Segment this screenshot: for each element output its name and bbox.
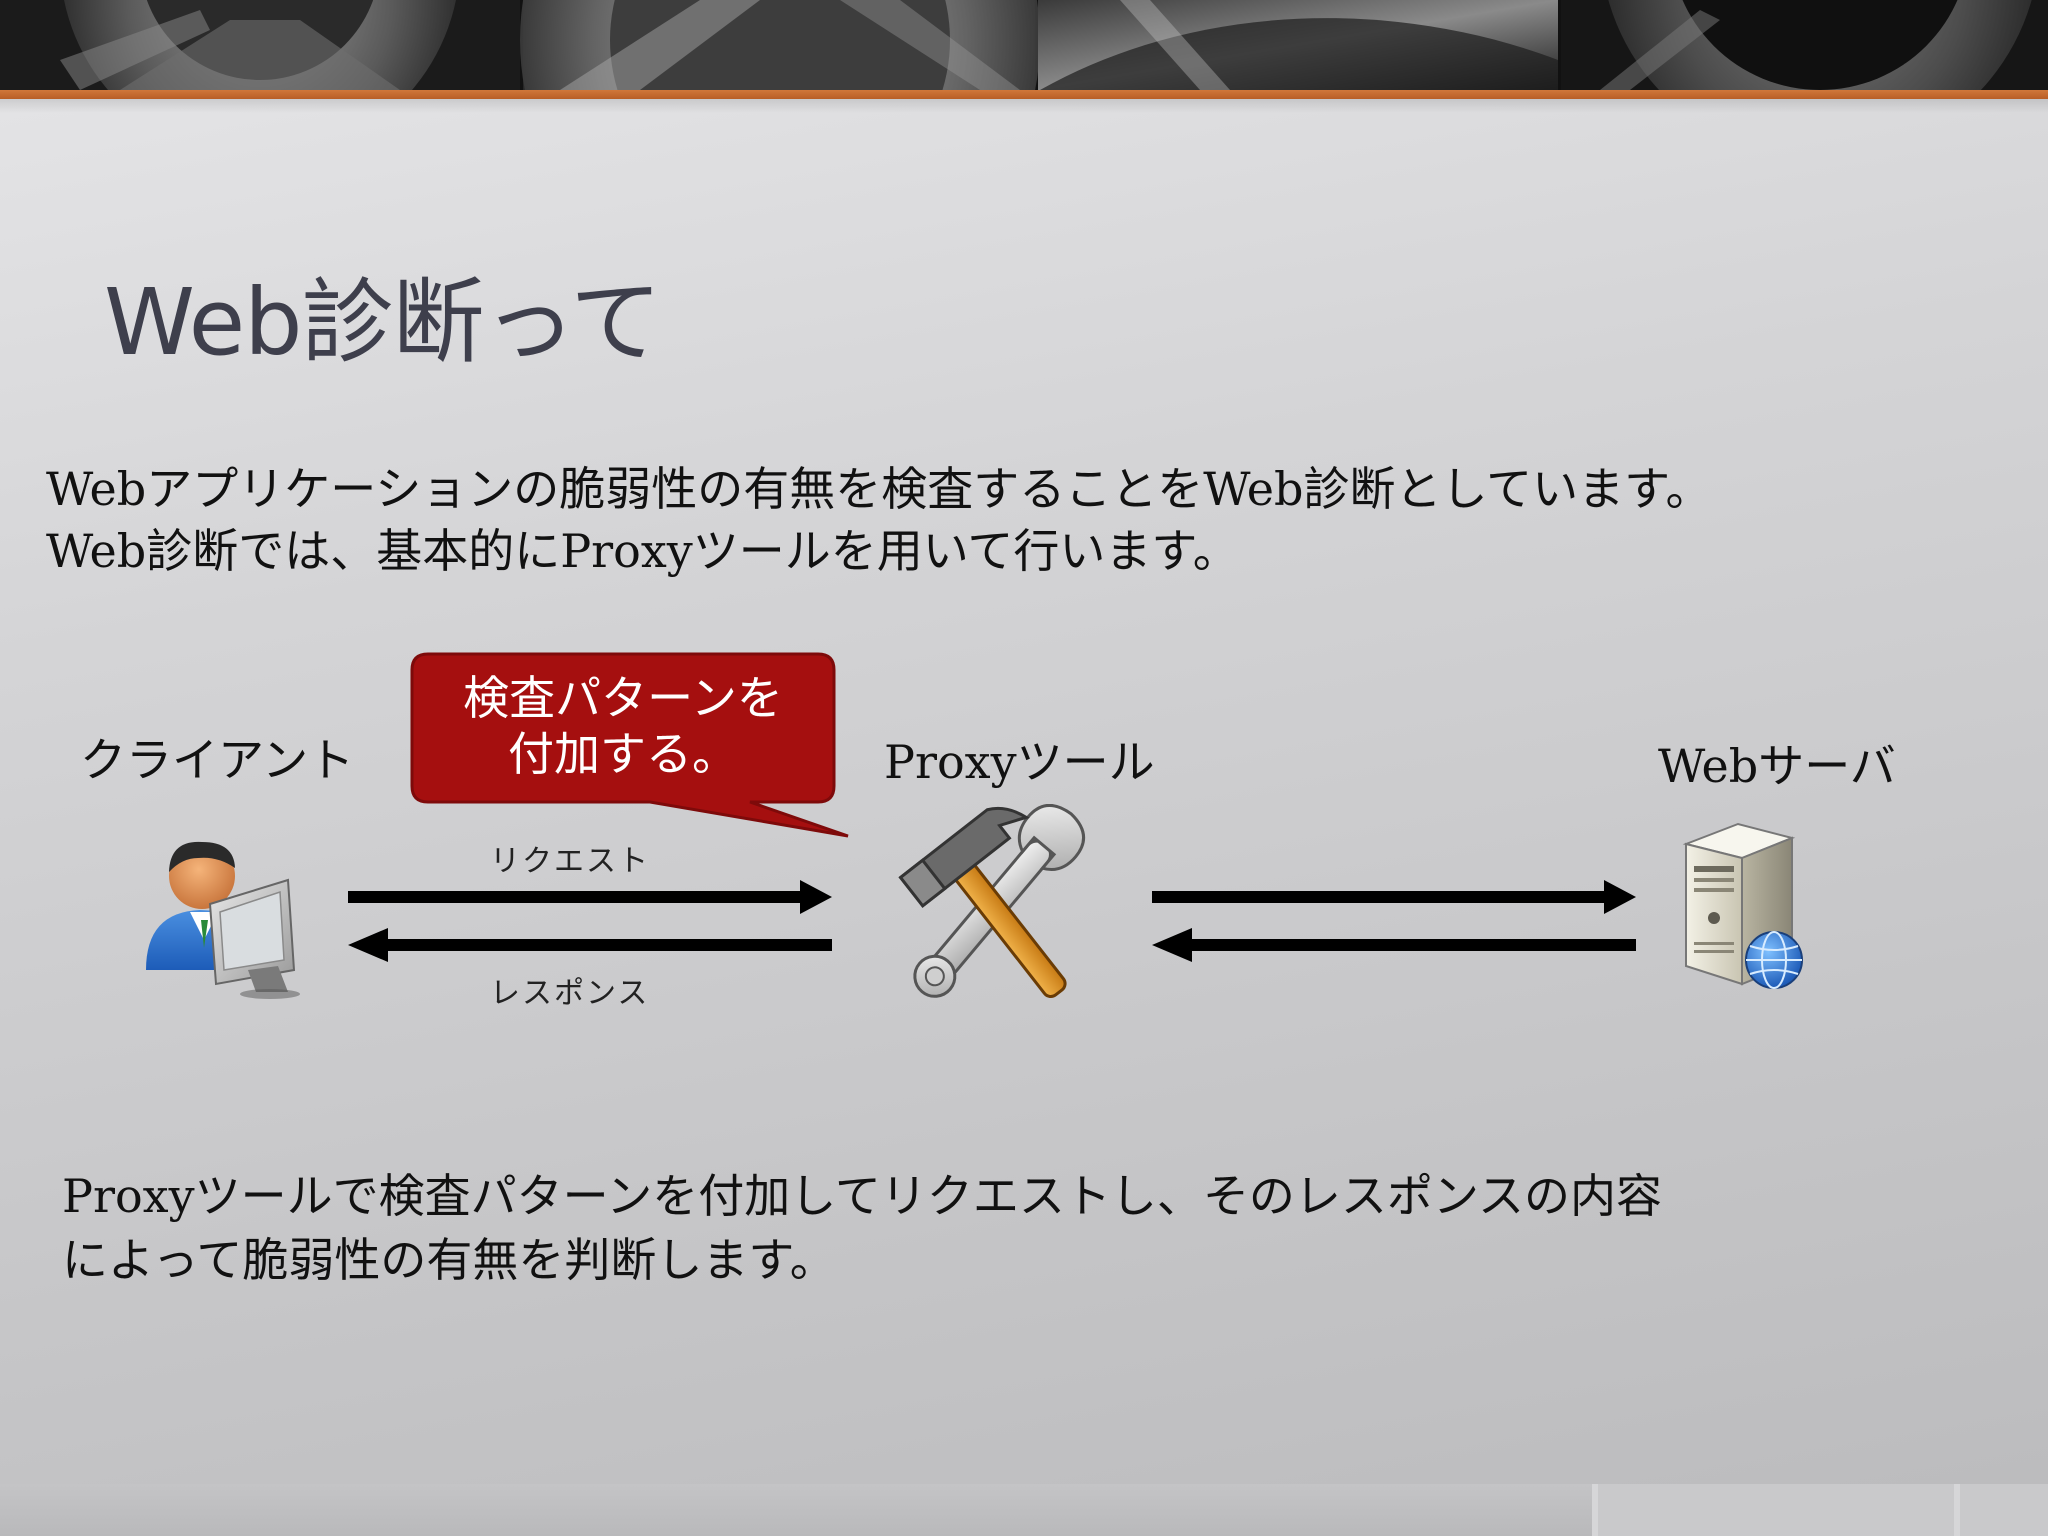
summary-paragraph: Proxyツールで検査パターンを付加してリクエストし、そのレスポンスの内容 によ… (62, 1164, 1962, 1292)
response-arrow-left (348, 928, 832, 962)
client-label: クライアント (80, 733, 355, 787)
request-arrow-right (1152, 880, 1636, 914)
footer-segment-1 (1592, 1484, 1954, 1536)
footer-segment-2 (1954, 1484, 2048, 1536)
callout-line-1: 検査パターンを (463, 671, 783, 725)
callout-text: 検査パターンを 付加する。 (410, 670, 836, 782)
summary-line-2: によって脆弱性の有無を判断します。 (62, 1233, 836, 1287)
web-server-globe-icon (1682, 822, 1803, 989)
callout-shape (410, 652, 849, 838)
request-label: リクエスト (490, 844, 650, 879)
slide-title: Web診断って (104, 269, 662, 376)
callout-line-2: 付加する。 (508, 727, 738, 781)
banner-shadow (0, 99, 2048, 113)
wrench-hammer-tools-icon (898, 804, 1085, 999)
intro-line-1: Webアプリケーションの脆弱性の有無を検査することをWeb診断としています。 (46, 462, 1712, 516)
header-banner (0, 0, 2048, 90)
intro-line-2: Web診断では、基本的にProxyツールを用いて行います。 (46, 524, 1239, 578)
response-arrow-right (1152, 928, 1636, 962)
response-label: レスポンス (490, 976, 650, 1011)
callout-bubble: 検査パターンを 付加する。 (410, 652, 849, 838)
accent-stripe (0, 90, 2048, 99)
server-label: Webサーバ (1658, 739, 1896, 793)
user-at-computer-icon (146, 841, 300, 999)
flow-arrows (348, 880, 1636, 962)
request-arrow-left (348, 880, 832, 914)
intro-paragraph: Webアプリケーションの脆弱性の有無を検査することをWeb診断としています。 W… (46, 458, 1946, 582)
banner-wheels-image (0, 0, 2048, 90)
proxy-label: Proxyツール (884, 735, 1155, 789)
summary-line-1: Proxyツールで検査パターンを付加してリクエストし、そのレスポンスの内容 (62, 1169, 1662, 1223)
